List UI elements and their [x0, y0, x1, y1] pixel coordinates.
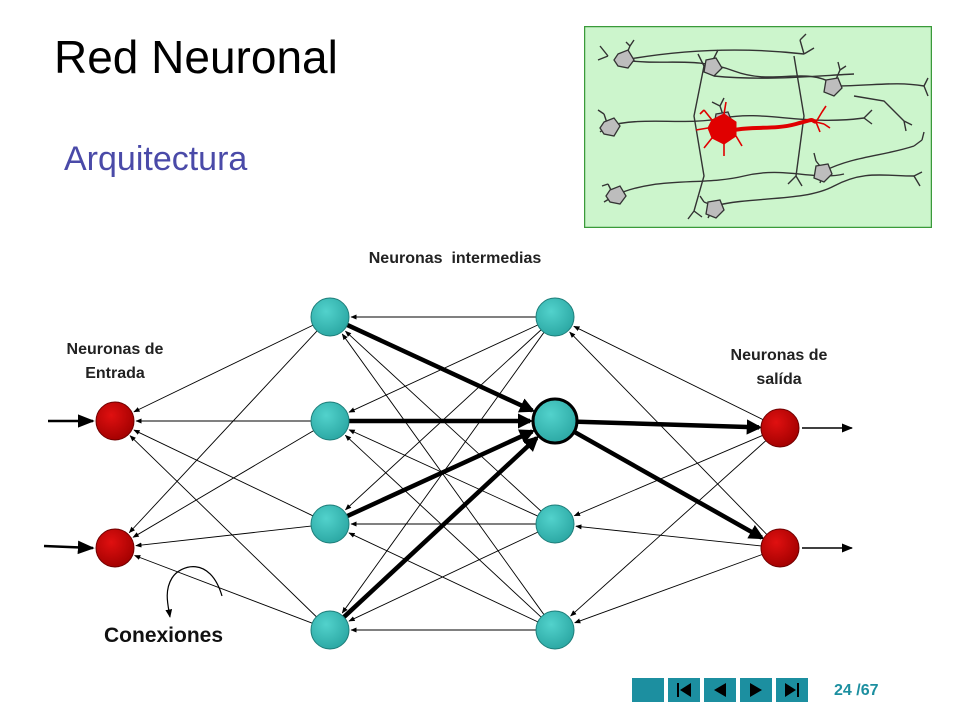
input-neurons-label: Neuronas de Entrada: [40, 338, 190, 386]
connection-h1-4-to-input-1: [129, 435, 317, 618]
connection-h1-1-to-input-1: [133, 324, 314, 413]
hidden-layer2-neuron-3: [535, 504, 575, 544]
last-page-button[interactable]: [776, 678, 808, 702]
input-neuron-1: [95, 401, 135, 441]
last-page-icon: [785, 683, 799, 697]
previous-page-icon: [714, 683, 726, 697]
connection-h2-3-to-h1-4: [348, 531, 539, 622]
next-page-icon: [750, 683, 762, 697]
previous-page-button[interactable]: [704, 678, 736, 702]
strong-connection-h2-2-to-output-1: [573, 419, 763, 435]
hidden-layer2-neuron-4: [535, 610, 575, 650]
connection-h1-3-to-input-1: [133, 429, 314, 517]
first-page-button[interactable]: [668, 678, 700, 702]
intermediate-neurons-label: Neuronas intermedias: [368, 250, 542, 267]
connection-h1-4-to-input-2: [134, 555, 313, 624]
page-counter: 24 /67: [834, 682, 879, 700]
strong-connection-h1-1-to-h2-2: [346, 322, 536, 413]
neuron-illustration: [584, 26, 932, 228]
next-page-button[interactable]: [740, 678, 772, 702]
connections-label: Conexiones: [104, 624, 224, 647]
total-pages: /67: [856, 682, 879, 699]
hidden-layer1-neuron-2: [310, 401, 350, 441]
connection-h1-2-to-input-2: [132, 430, 314, 538]
input-label-line1: Neuronas de: [66, 341, 164, 358]
connection-h2-4-to-h1-3: [348, 532, 539, 623]
connection-output-1-to-h2-4: [570, 440, 767, 617]
hidden-layer1-neuron-3: [310, 504, 350, 544]
input-neuron-2: [95, 528, 135, 568]
output-label-line2: salída: [756, 371, 802, 388]
output-neuron-1: [760, 408, 800, 448]
strong-connection-h1-3-to-h2-2: [346, 429, 536, 519]
connection-h1-1-to-input-2: [128, 330, 318, 534]
hidden-layer1-neuron-4: [310, 610, 350, 650]
connection-h1-3-to-input-2: [135, 525, 312, 548]
strong-connection-h1-4-to-h2-2: [342, 435, 539, 619]
output-neuron-2: [760, 528, 800, 568]
hidden-layer1-neuron-1: [310, 297, 350, 337]
blank-button[interactable]: [632, 678, 664, 702]
current-page: 24: [834, 682, 852, 699]
hidden-layer2-neuron-2: [531, 397, 579, 445]
output-label-line1: Neuronas de: [730, 347, 828, 364]
connection-output-2-to-h2-3: [575, 524, 762, 547]
hidden-layer2-neuron-1: [535, 297, 575, 337]
connection-output-1-to-h2-1: [573, 325, 764, 420]
slide-subtitle: Arquitectura: [64, 140, 248, 178]
connection-output-2-to-h2-4: [574, 554, 763, 624]
connection-output-2-to-h2-1: [569, 331, 768, 535]
input-label-line2: Entrada: [85, 365, 145, 382]
strong-connection-h2-2-to-output-2: [570, 428, 765, 540]
slide-title: Red Neuronal: [54, 31, 338, 83]
output-neurons-label: Neuronas de salída: [704, 344, 854, 392]
connection-output-1-to-h2-3: [573, 435, 763, 517]
connections-pointer-arrow: [165, 566, 223, 618]
first-page-icon: [677, 683, 691, 697]
slide-navigation: [632, 678, 808, 702]
input-arrow-2: [43, 540, 95, 555]
